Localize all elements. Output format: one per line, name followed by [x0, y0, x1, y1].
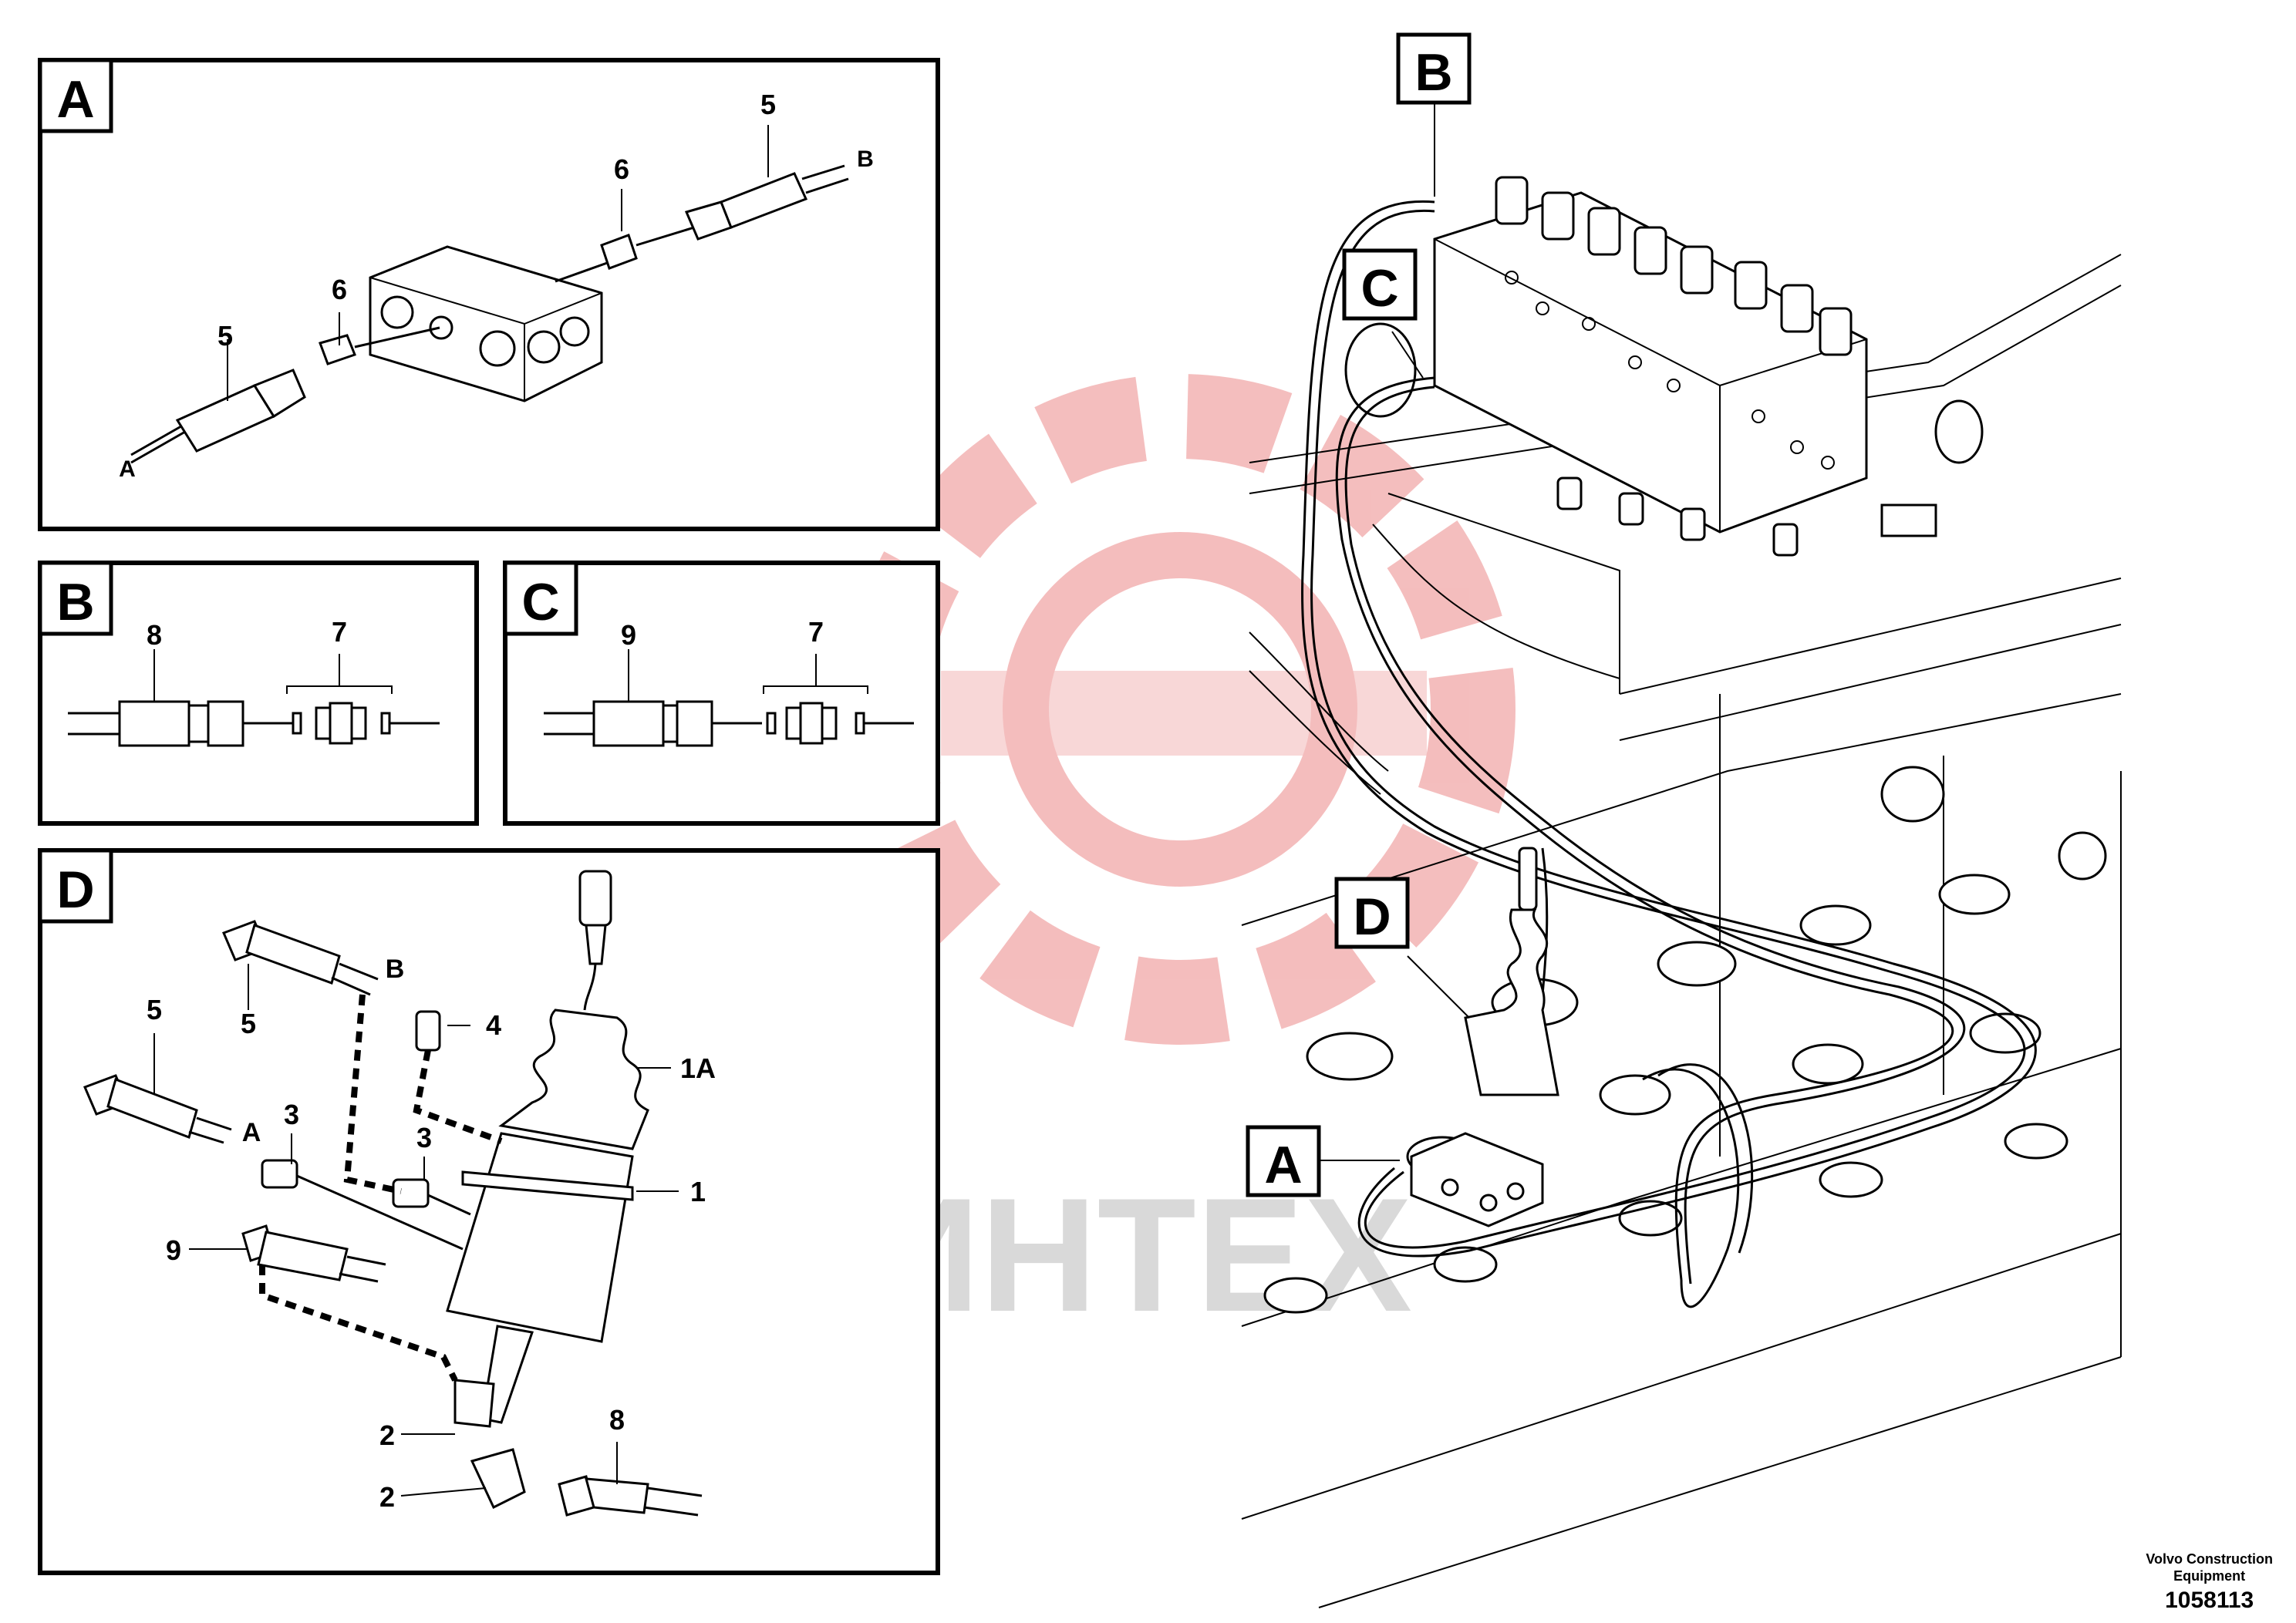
- panel-d-callout-8: 8: [609, 1404, 625, 1436]
- fitting-parts: [83, 920, 703, 1517]
- maker-line-1: Volvo Construction: [2146, 1551, 2273, 1567]
- main-control-valve: [1433, 176, 1937, 557]
- overview-tag-a-label: A: [1264, 1136, 1302, 1194]
- panel-a-callout-5-right: 5: [760, 89, 776, 120]
- panel-a: A 5 6 6 5 A B: [38, 58, 940, 531]
- panel-d-tag: D: [56, 860, 94, 919]
- panel-d-end-b: B: [386, 955, 405, 984]
- drawing-credit: Volvo Construction Equipment 1058113: [2146, 1551, 2273, 1614]
- dashed-connection-4: [413, 1049, 503, 1144]
- watermark-text: ИНТЕХ: [864, 1164, 1412, 1345]
- overview-tag-a: A: [1246, 1125, 1321, 1197]
- panel-c-tag: C: [521, 573, 559, 631]
- panel-b: B 8 7: [38, 561, 479, 826]
- overview-tag-d: D: [1334, 877, 1410, 949]
- drawing-number: 1058113: [2165, 1588, 2254, 1613]
- panel-a-callout-6-right: 6: [614, 153, 629, 185]
- panel-d-callout-1a: 1A: [680, 1052, 716, 1084]
- panel-a-callout-6-left: 6: [332, 274, 347, 305]
- panel-a-tag: A: [56, 70, 94, 129]
- overview-tag-d-label: D: [1353, 887, 1391, 946]
- panel-b-tag: B: [56, 573, 94, 631]
- distribution-block: [369, 245, 603, 402]
- panel-c-callout-7: 7: [808, 616, 824, 648]
- overview-tag-c-label: C: [1360, 259, 1398, 318]
- panel-d-end-a: A: [242, 1118, 261, 1147]
- machine-overview: [1241, 104, 2122, 1608]
- panel-d-callout-4: 4: [486, 1009, 501, 1041]
- overview-tag-c: C: [1342, 248, 1418, 321]
- panel-d-callout-5-upper: 5: [241, 1008, 256, 1039]
- panel-d-callout-2-upper: 2: [379, 1419, 395, 1451]
- overview-tag-b: B: [1396, 32, 1472, 105]
- overview-tag-b-label: B: [1414, 43, 1452, 102]
- overview-pilot-valve: [1464, 847, 1559, 1096]
- panel-a-end-b: B: [857, 146, 874, 172]
- panel-d-callout-2-lower: 2: [379, 1481, 395, 1513]
- pilot-valve-1: [446, 870, 649, 1424]
- overview-block: [1410, 1132, 1544, 1227]
- panel-d-callout-3-left: 3: [284, 1099, 299, 1130]
- panel-a-callout-5-left: 5: [217, 320, 233, 352]
- dashed-connection-b: [343, 994, 402, 1194]
- maker-line-2: Equipment: [2173, 1568, 2246, 1584]
- panel-d-callout-1: 1: [690, 1176, 706, 1207]
- panel-c-callout-9: 9: [621, 619, 636, 651]
- panel-d-callout-9: 9: [166, 1234, 181, 1266]
- panel-d-callout-5-lower: 5: [147, 994, 162, 1025]
- panel-d-callout-3-right: 3: [416, 1122, 432, 1153]
- panel-c: C 9 7: [503, 561, 940, 826]
- panel-a-end-a: A: [119, 456, 136, 482]
- panel-b-callout-7: 7: [332, 616, 347, 648]
- panel-b-callout-8: 8: [147, 619, 162, 651]
- panel-d: D: [38, 848, 940, 1575]
